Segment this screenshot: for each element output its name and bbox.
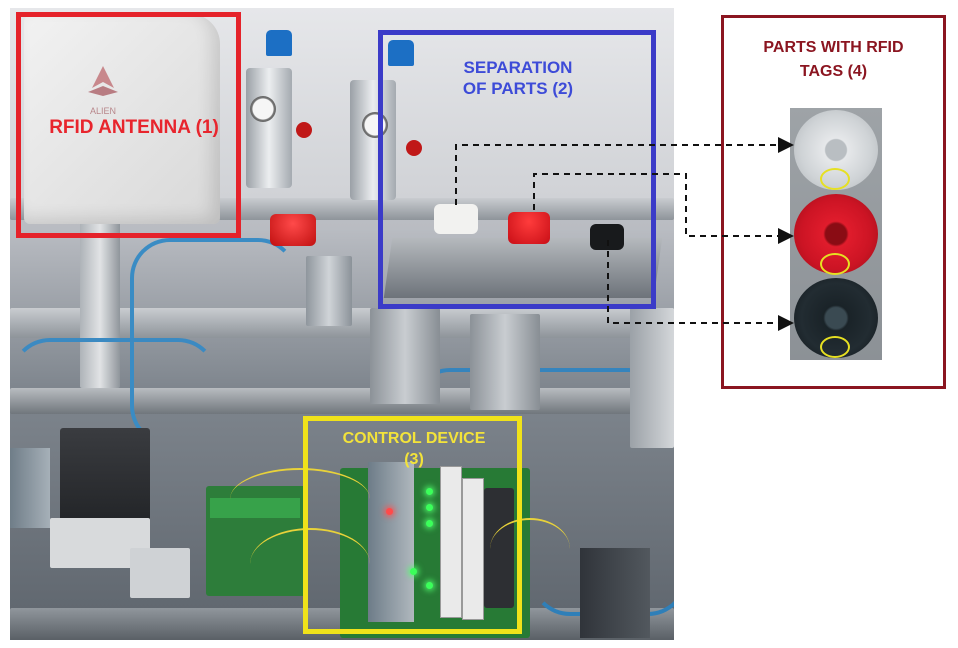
- red-part-on-belt: [270, 214, 316, 246]
- separation-label-line2: OF PARTS (2): [462, 79, 574, 98]
- rfid-tag-marker: [820, 253, 850, 275]
- parts-title-line1: PARTS WITH RFID: [763, 39, 904, 56]
- regulator-cap: [266, 30, 292, 56]
- parts-panel-title: PARTS WITH RFID TAGS (4): [724, 36, 943, 84]
- signal-wire: [230, 468, 370, 530]
- red-valve-knob: [296, 122, 312, 138]
- pressure-gauge-icon: [250, 96, 276, 122]
- control-device-label-line1: CONTROL DEVICE: [342, 430, 486, 447]
- separation-clamp: [470, 314, 540, 410]
- air-regulator: [246, 68, 292, 188]
- rfid-tag-marker: [820, 336, 850, 358]
- parts-title-line2: TAGS (4): [799, 63, 868, 80]
- signal-wire: [250, 528, 370, 600]
- air-regulator: [350, 80, 396, 200]
- parts-with-rfid-panel: PARTS WITH RFID TAGS (4): [721, 15, 946, 389]
- control-device-highlight: [303, 416, 522, 634]
- red-valve-knob: [406, 140, 422, 156]
- antenna-logo-text: ALIEN: [90, 106, 116, 116]
- rfid-antenna-label: RFID ANTENNA (1): [49, 117, 219, 138]
- status-led: [426, 520, 433, 527]
- frame-rail: [630, 308, 674, 448]
- regulator-cap: [388, 40, 414, 66]
- control-device-label: CONTROL DEVICE (3): [309, 428, 519, 470]
- separation-label: SEPARATION OF PARTS (2): [398, 57, 638, 99]
- rfid-antenna-highlight: [16, 12, 241, 238]
- pneumatic-cable: [130, 238, 298, 446]
- rfid-antenna: ALIEN: [24, 14, 220, 224]
- workstation-photo: ALIEN: [10, 8, 674, 640]
- relay: [462, 478, 484, 620]
- separation-clamp: [306, 256, 352, 326]
- white-part: [434, 204, 478, 234]
- status-led: [426, 582, 433, 589]
- pneumatic-cable: [10, 338, 218, 436]
- signal-wire: [490, 518, 570, 580]
- terminal-block: [10, 448, 50, 528]
- status-led-red: [386, 508, 393, 515]
- relay-module: [130, 548, 190, 598]
- status-led: [426, 504, 433, 511]
- alien-logo-icon: ALIEN: [88, 66, 118, 116]
- relay: [440, 466, 462, 618]
- io-terminal-strip: [368, 462, 414, 622]
- rfid-tag-marker: [820, 168, 850, 190]
- pressure-gauge-icon: [362, 112, 388, 138]
- valve-terminal: [580, 548, 650, 638]
- status-led: [426, 488, 433, 495]
- rfid-tagged-parts-photo: [790, 108, 882, 360]
- separation-clamp: [370, 308, 440, 404]
- control-device-label-line2: (3): [404, 451, 424, 468]
- status-led: [410, 568, 417, 575]
- separation-label-line1: SEPARATION: [463, 58, 573, 77]
- frame-rail: [10, 388, 674, 414]
